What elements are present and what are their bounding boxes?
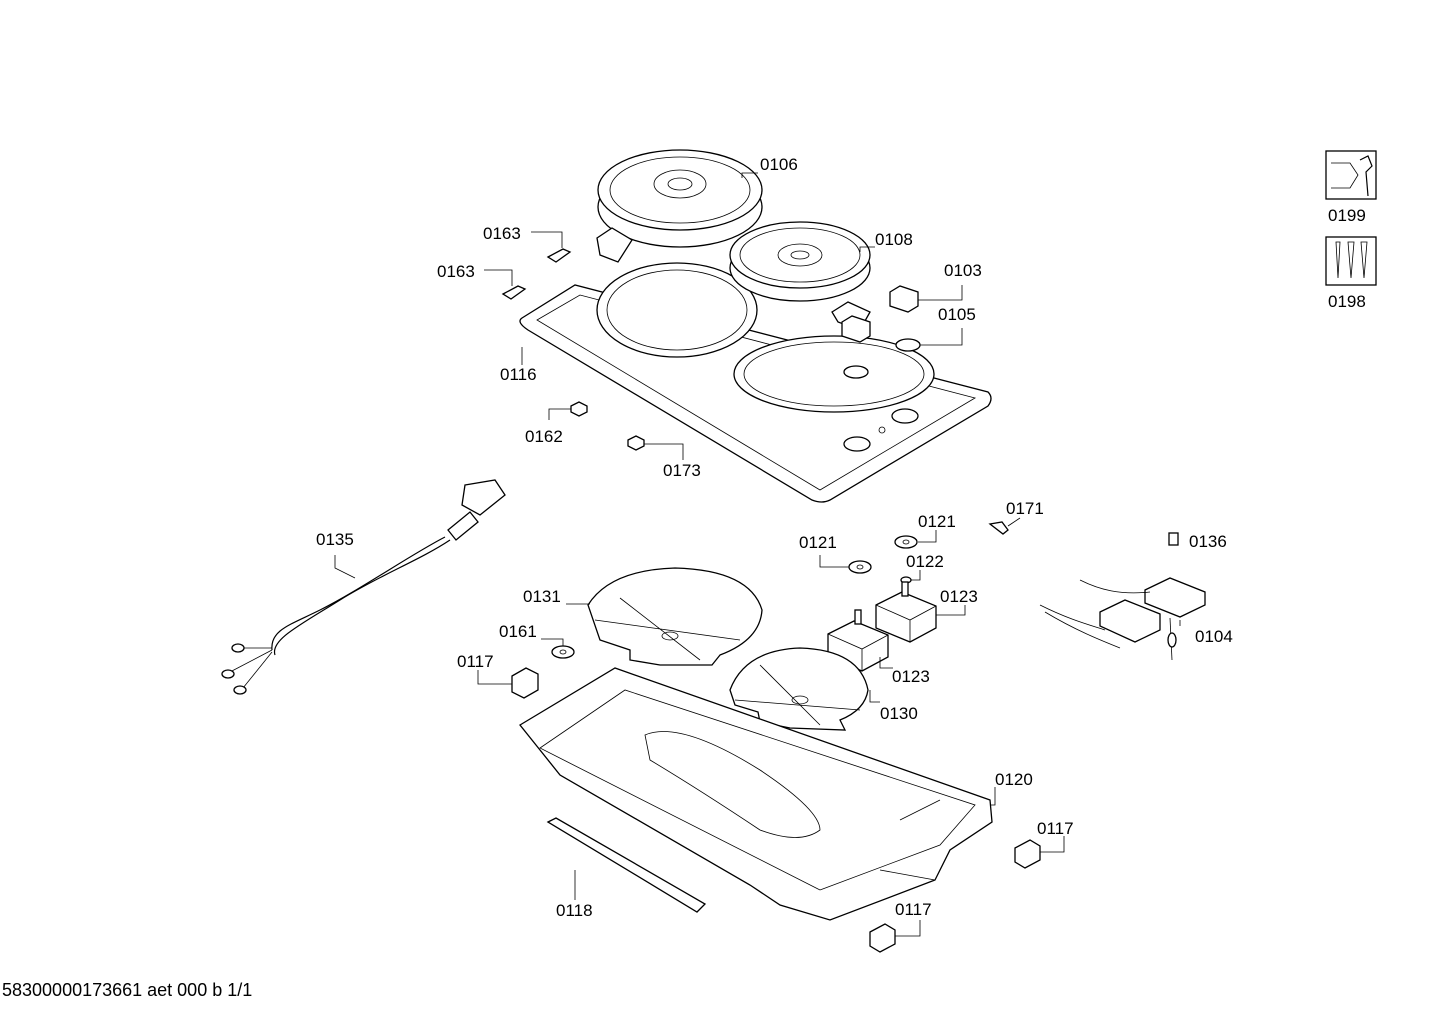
label-0135: 0135	[316, 530, 354, 549]
service-tool-icon	[1325, 150, 1377, 200]
screws-set-icon	[1325, 236, 1377, 286]
label-0108: 0108	[875, 230, 913, 249]
document-footer: 58300000173661 aet 000 b 1/1	[2, 980, 253, 1000]
label-0104: 0104	[1195, 627, 1233, 646]
label-0136: 0136	[1189, 532, 1227, 551]
label-0106: 0106	[760, 155, 798, 174]
cooktop-top-plate	[519, 262, 992, 503]
heat-shield-0130	[729, 647, 869, 731]
nuts	[570, 401, 645, 451]
label-0103: 0103	[944, 261, 982, 280]
large-hotplate	[596, 149, 763, 263]
base-tray	[519, 667, 993, 921]
label-0120: 0120	[995, 770, 1033, 789]
small-hotplate	[729, 221, 871, 331]
control-knobs	[841, 285, 921, 379]
label-0117-left: 0117	[457, 652, 494, 671]
label-0161: 0161	[499, 622, 537, 641]
energy-regulators	[827, 581, 937, 672]
label-0116: 0116	[500, 365, 537, 384]
wiring-harness	[1039, 577, 1206, 661]
label-0130: 0130	[880, 704, 918, 723]
label-0131: 0131	[523, 587, 561, 606]
label-0173: 0173	[663, 461, 701, 480]
small-screws	[988, 521, 1179, 546]
label-0117-bottom: 0117	[895, 900, 932, 919]
label-0198: 0198	[1328, 292, 1366, 311]
seal-strip	[546, 817, 707, 913]
label-0117-right: 0117	[1037, 819, 1074, 838]
label-0123-lower: 0123	[892, 667, 930, 686]
leader-lines	[334, 172, 1181, 937]
clips-0163	[501, 248, 572, 300]
label-0163-lower: 0163	[437, 262, 475, 281]
brackets-0117	[511, 667, 1041, 953]
label-0123-upper: 0123	[940, 587, 978, 606]
label-0122: 0122	[906, 552, 944, 571]
label-0199: 0199	[1328, 206, 1366, 225]
label-0121-left: 0121	[799, 533, 837, 552]
heat-shield-0131	[587, 567, 763, 666]
label-0163-upper: 0163	[483, 224, 521, 243]
label-0118: 0118	[556, 901, 593, 920]
label-0162: 0162	[525, 427, 563, 446]
label-0171: 0171	[1006, 499, 1044, 518]
part-labels: 0106 0163 0163 0108 0103 0105 0116 0162 …	[316, 155, 1366, 920]
label-0105: 0105	[938, 305, 976, 324]
power-cord	[221, 479, 506, 695]
label-0121-right: 0121	[918, 512, 956, 531]
